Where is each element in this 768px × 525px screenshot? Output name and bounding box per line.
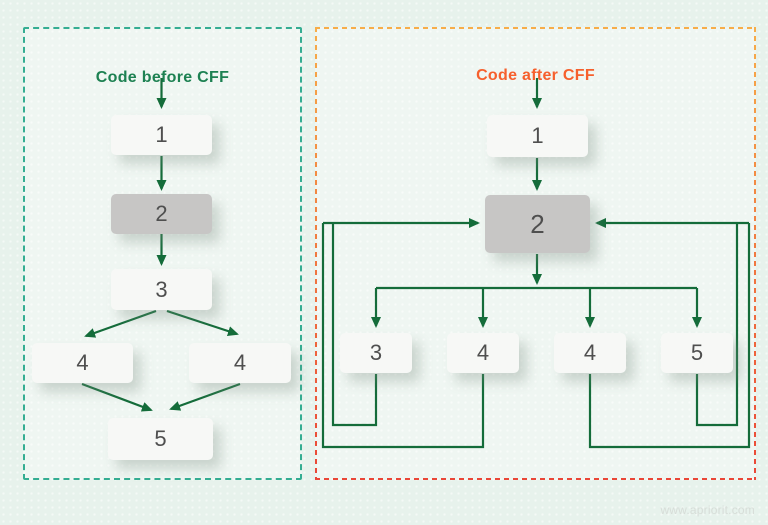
before-node-5: 5	[108, 418, 213, 460]
panel-after-border-top	[315, 27, 756, 29]
after-node-3: 3	[340, 333, 412, 373]
before-node-4-right: 4	[189, 343, 291, 383]
panel-after-border-right	[754, 27, 756, 480]
panel-after-border-bottom	[315, 478, 756, 480]
after-flow-arrows	[321, 78, 751, 449]
before-node-2-highlighted: 2	[111, 194, 212, 234]
after-node-1: 1	[487, 115, 588, 157]
before-node-1: 1	[111, 115, 212, 155]
panel-after-border-left	[315, 27, 317, 480]
before-flow-arrows	[81, 78, 241, 412]
before-node-3: 3	[111, 269, 212, 310]
after-node-4-a: 4	[447, 333, 519, 373]
panel-code-after-cff: Code after CFF	[315, 27, 756, 480]
panel-title-after: Code after CFF	[476, 67, 595, 84]
after-node-4-b: 4	[554, 333, 626, 373]
watermark-text: www.apriorit.com	[660, 503, 755, 517]
before-node-4-left: 4	[32, 343, 133, 383]
after-node-2-dispatcher-highlighted: 2	[485, 195, 590, 253]
after-node-5: 5	[661, 333, 733, 373]
panel-title-before: Code before CFF	[95, 69, 230, 86]
